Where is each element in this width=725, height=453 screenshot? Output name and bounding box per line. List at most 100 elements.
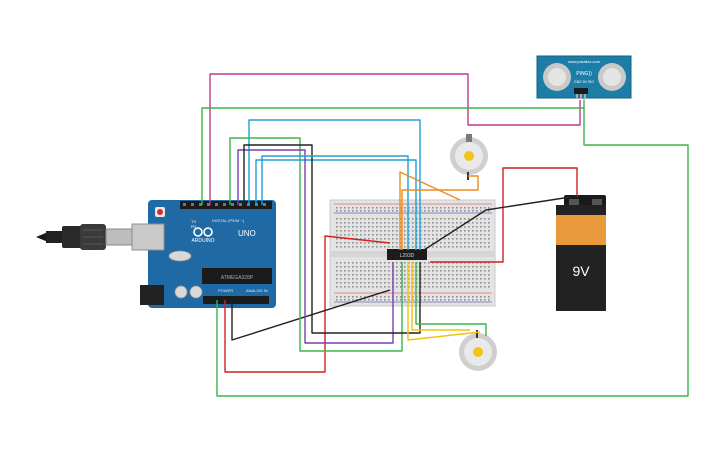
breadboard-hole: [488, 262, 490, 264]
breadboard-hole: [344, 226, 346, 228]
battery-label: 9V: [572, 263, 590, 279]
breadboard-hole: [420, 296, 422, 298]
breadboard-hole: [348, 246, 350, 248]
breadboard-hole: [352, 242, 354, 244]
breadboard-hole: [388, 210, 390, 212]
breadboard-hole: [432, 230, 434, 232]
breadboard-hole: [368, 274, 370, 276]
breadboard-hole: [404, 266, 406, 268]
breadboard-hole: [488, 238, 490, 240]
breadboard-hole: [356, 262, 358, 264]
breadboard-hole: [372, 296, 374, 298]
breadboard-hole: [456, 222, 458, 224]
breadboard-hole: [336, 266, 338, 268]
breadboard-hole: [356, 278, 358, 280]
breadboard-hole: [408, 266, 410, 268]
breadboard-hole: [460, 246, 462, 248]
breadboard-hole: [420, 218, 422, 220]
breadboard-hole: [352, 218, 354, 220]
breadboard-hole: [436, 296, 438, 298]
breadboard-hole: [432, 274, 434, 276]
breadboard-hole: [444, 299, 446, 301]
breadboard-hole: [340, 278, 342, 280]
breadboard-hole: [480, 238, 482, 240]
breadboard-hole: [436, 266, 438, 268]
breadboard-hole: [452, 246, 454, 248]
breadboard-hole: [444, 207, 446, 209]
breadboard-hole: [348, 234, 350, 236]
breadboard-hole: [384, 218, 386, 220]
power-jack: [140, 285, 164, 305]
breadboard-hole: [412, 242, 414, 244]
breadboard-hole: [424, 278, 426, 280]
battery-9v: 9V: [556, 195, 606, 311]
breadboard-hole: [404, 238, 406, 240]
breadboard-hole: [372, 274, 374, 276]
breadboard-hole: [432, 210, 434, 212]
breadboard-hole: [436, 222, 438, 224]
breadboard-hole: [464, 246, 466, 248]
breadboard-hole: [396, 242, 398, 244]
rx-label: RX: [191, 224, 197, 229]
breadboard-hole: [392, 234, 394, 236]
breadboard-hole: [352, 234, 354, 236]
breadboard-hole: [424, 286, 426, 288]
breadboard-hole: [464, 266, 466, 268]
breadboard-hole: [452, 296, 454, 298]
breadboard-hole: [340, 296, 342, 298]
breadboard-hole: [360, 278, 362, 280]
breadboard-hole: [416, 234, 418, 236]
breadboard-hole: [452, 282, 454, 284]
breadboard-hole: [476, 278, 478, 280]
breadboard-hole: [376, 299, 378, 301]
breadboard-hole: [372, 282, 374, 284]
breadboard-hole: [472, 299, 474, 301]
breadboard-hole: [436, 262, 438, 264]
breadboard-hole: [396, 210, 398, 212]
breadboard-hole: [408, 242, 410, 244]
breadboard-hole: [364, 266, 366, 268]
breadboard-hole: [452, 242, 454, 244]
breadboard-hole: [396, 270, 398, 272]
breadboard-hole: [368, 222, 370, 224]
breadboard-hole: [388, 218, 390, 220]
breadboard-hole: [424, 226, 426, 228]
breadboard-hole: [424, 222, 426, 224]
breadboard-hole: [440, 296, 442, 298]
breadboard-hole: [464, 286, 466, 288]
breadboard-hole: [408, 286, 410, 288]
breadboard-hole: [488, 242, 490, 244]
breadboard-hole: [380, 299, 382, 301]
breadboard-hole: [424, 274, 426, 276]
breadboard-hole: [472, 246, 474, 248]
breadboard-hole: [376, 262, 378, 264]
breadboard-hole: [384, 282, 386, 284]
breadboard-hole: [388, 226, 390, 228]
breadboard-hole: [340, 299, 342, 301]
breadboard-hole: [416, 207, 418, 209]
breadboard-hole: [464, 207, 466, 209]
breadboard-hole: [416, 296, 418, 298]
breadboard-hole: [440, 210, 442, 212]
breadboard-hole: [388, 274, 390, 276]
breadboard-hole: [436, 282, 438, 284]
breadboard-hole: [448, 282, 450, 284]
breadboard-hole: [452, 266, 454, 268]
breadboard-hole: [416, 210, 418, 212]
breadboard-hole: [340, 210, 342, 212]
breadboard-hole: [424, 246, 426, 248]
breadboard-hole: [380, 270, 382, 272]
breadboard-hole: [376, 238, 378, 240]
breadboard-hole: [468, 246, 470, 248]
breadboard-hole: [388, 238, 390, 240]
breadboard-hole: [412, 238, 414, 240]
breadboard-hole: [476, 299, 478, 301]
breadboard-hole: [428, 238, 430, 240]
breadboard-hole: [412, 226, 414, 228]
breadboard-hole: [440, 230, 442, 232]
breadboard-hole: [344, 230, 346, 232]
breadboard-hole: [464, 210, 466, 212]
breadboard-hole: [440, 262, 442, 264]
breadboard-hole: [348, 242, 350, 244]
breadboard-hole: [392, 230, 394, 232]
